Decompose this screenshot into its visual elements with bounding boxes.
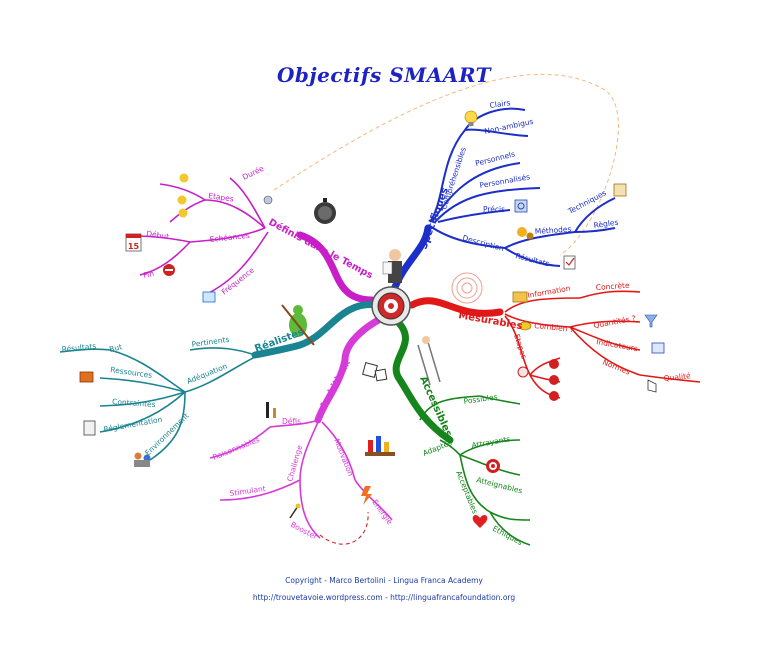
target-icon: [486, 459, 500, 473]
clock-coin-icons: [177, 173, 273, 218]
sub-qualite: Qualité: [663, 371, 691, 383]
magnifier-icon: [514, 199, 528, 213]
sub-echeances: Echéances: [209, 231, 250, 244]
sub-precis: Précis: [483, 205, 505, 214]
sub-energie: Energie: [370, 498, 394, 527]
sub-raisonnables: Raisonnables: [211, 435, 261, 462]
sub-non-ambigus: Non-ambigus: [484, 117, 535, 136]
sub-frequence: Fréquence: [220, 265, 257, 296]
sub-possibles: Possibles: [463, 392, 498, 406]
main-branch-definis: [296, 231, 376, 304]
lightning-icon: [361, 486, 372, 505]
sub-booster: Booster: [289, 520, 320, 542]
lightbulb-icon: [464, 110, 478, 126]
heart-icon: [472, 515, 488, 528]
heart-target-icon: [371, 286, 411, 326]
sub-attrayants: Attrayants: [471, 434, 511, 450]
sub-techniques: Techniques: [566, 188, 608, 216]
sub-resultats: Résultats: [515, 251, 551, 268]
hand-pointer-icon: [647, 379, 657, 393]
sub-combien: Combien ?: [534, 321, 574, 334]
checklist-icon: [563, 255, 576, 270]
main-branch-specifiques: [389, 224, 432, 296]
dinosaur-with-bow-icon: [281, 304, 315, 346]
sub-fin: Fin: [143, 269, 155, 280]
sub-ethiques: Ethiques: [491, 524, 524, 547]
calendar-icon: 15: [125, 233, 142, 252]
people-icon: [134, 452, 151, 467]
branch-label-definis: Définis dans le Temps: [267, 217, 375, 281]
blocks-toy-icon: [365, 436, 395, 456]
clipboard-icon: [83, 420, 96, 436]
sub-indicateurs: Indicateurs: [596, 337, 639, 353]
sub-clairs: Clairs: [489, 98, 511, 110]
sub-atteignables: Atteignables: [476, 475, 524, 495]
person-with-document-icon: [382, 249, 402, 283]
svg-text:15: 15: [128, 242, 140, 251]
sub-contraintes: Contraintes: [112, 397, 156, 409]
sub-reglementation: Réglementation: [103, 415, 163, 434]
sub-acceptables: Acceptables: [454, 469, 479, 515]
sub-motivation: Motivation: [332, 437, 355, 477]
funnel-icon: [644, 314, 658, 328]
chart-window-icon: [651, 342, 665, 354]
sub-ressources: Ressources: [110, 365, 153, 380]
branch-label-ambitieux: Ambitieux: [318, 358, 353, 411]
sub-defis: Défis: [282, 417, 301, 426]
gears-icon: [517, 227, 534, 240]
sub-pertinents: Pertinents: [191, 335, 230, 349]
sub-duree: Durée: [241, 164, 266, 182]
coins-icon: [518, 321, 532, 331]
dashed-link-top: [273, 73, 619, 256]
sub-but: But: [108, 342, 123, 354]
main-branch-realistes: [251, 301, 382, 359]
sub-etapes-definis: Etapes: [208, 191, 235, 203]
sub-description: Description: [461, 233, 505, 253]
sub-etapes-mesurables: Etapes: [512, 333, 528, 360]
toolbox-icon: [79, 371, 94, 383]
stopwatch-icon: [314, 198, 336, 224]
window-icon: [202, 291, 216, 303]
sub-quantites: Quantités ?: [593, 314, 637, 330]
sub-debut: Début: [146, 229, 170, 241]
footer-links[interactable]: http://trouvetavoie.wordpress.com - http…: [252, 593, 516, 602]
sub-adaptes: Adaptés: [421, 438, 453, 458]
weights-icon: [266, 402, 276, 418]
dashed-link-bottom: [319, 511, 369, 545]
main-branch-mesurables: [408, 297, 504, 317]
step-circle-icons: [517, 359, 559, 401]
sub-normes: Normes: [601, 358, 631, 377]
sub-concrete: Concrète: [596, 281, 631, 292]
sub-regles: Règles: [593, 218, 619, 230]
pencil-icon: [613, 183, 627, 197]
main-branch-ambitieux: [314, 314, 386, 424]
magic-wand-icon: [289, 503, 301, 519]
main-branch-accessibles: [392, 318, 454, 444]
sub-methodes: Méthodes: [535, 224, 572, 236]
stop-sign-icon: [163, 264, 175, 276]
sub-resultats-realistes: Résultats: [61, 341, 96, 354]
footer-copyright: Copyright - Marco Bertolini - Lingua Fra…: [285, 576, 483, 585]
spiral-scribble-icon: [451, 272, 483, 304]
dice-icon: [362, 362, 388, 382]
map-title: Objectifs SMAART: [277, 63, 491, 87]
sub-personnalises: Personnalisés: [479, 172, 531, 190]
sub-adequation: Adéquation: [185, 361, 228, 385]
climber-on-ladder-icon: [417, 336, 441, 386]
folder-icon: [512, 291, 528, 303]
